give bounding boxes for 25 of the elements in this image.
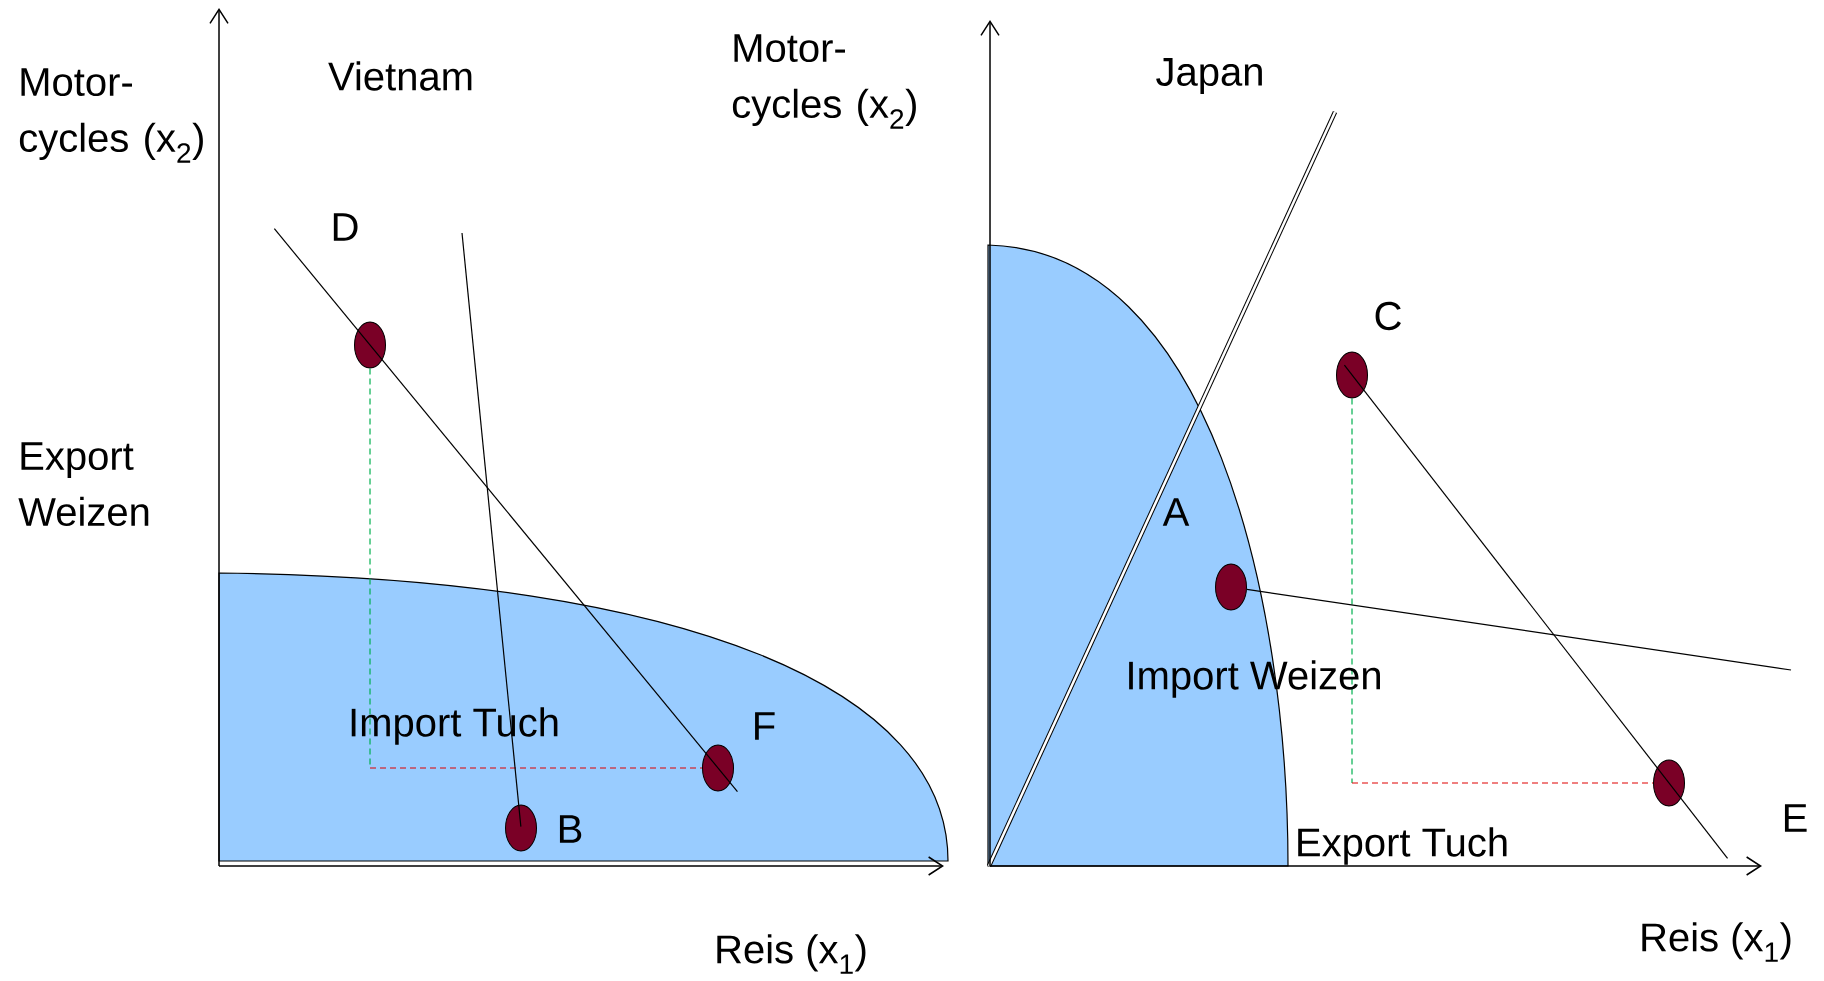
dashed-guide-line [1351,397,1654,784]
point-marker [1336,351,1368,399]
price-line [273,228,739,793]
point-label: F [755,712,775,740]
point-marker [1215,563,1247,611]
price-line [461,232,522,828]
point-marker [505,804,537,852]
point-marker [354,321,386,369]
point-label: C [1375,301,1401,331]
point-label: E [1784,804,1807,832]
axis-label: Vietnam [328,61,472,91]
axis-label: Reis (x$_{1}$) [717,934,866,974]
point-label: D [333,213,358,241]
axis-label: Japan [1156,58,1262,94]
axis-label: Motor- cycles (x$_{2}$) [19,68,203,163]
axis-label: Motor- cycles (x$_{2}$) [732,34,916,129]
point-marker [702,744,734,792]
price-line [1343,364,1729,859]
point-marker [1653,759,1685,807]
point-label: A [1162,498,1190,526]
price-line [1246,588,1792,671]
axis-label: Export Weizen [18,442,149,527]
axis-label: Export Tuch [1298,827,1507,865]
point-label: B [559,815,582,843]
dashed-guide-line [369,367,703,769]
